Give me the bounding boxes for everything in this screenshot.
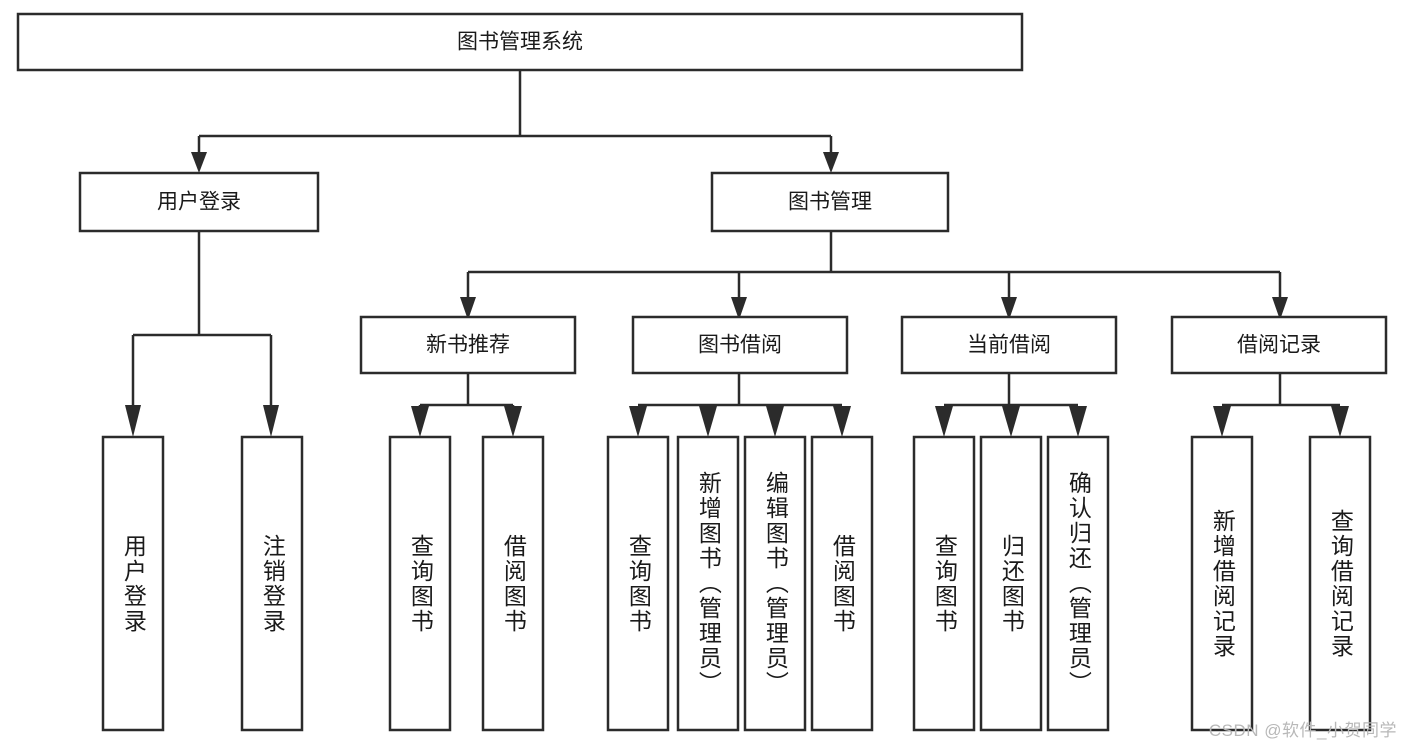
node-leaf-borrow-book-2-box[interactable] xyxy=(810,435,874,732)
node-book-manage-box[interactable] xyxy=(710,171,950,233)
node-leaf-user-login-box[interactable] xyxy=(101,435,165,732)
arrow-to-leaf-edit-book xyxy=(766,406,784,437)
arrow-to-leaf-query-book-2 xyxy=(629,406,647,437)
node-leaf-logout-box[interactable] xyxy=(240,435,304,732)
arrow-root-to-book-manage xyxy=(823,152,839,173)
arrow-to-leaf-confirm-return xyxy=(1069,406,1087,437)
node-borrow-record-box[interactable] xyxy=(1170,315,1388,375)
node-leaf-query-record-box[interactable] xyxy=(1308,435,1372,732)
arrow-to-new-book-rec xyxy=(460,297,476,320)
node-user-login-label: 用户登录 xyxy=(157,191,241,214)
node-leaf-add-book-box[interactable] xyxy=(676,435,740,732)
node-new-book-rec-label: 新书推荐 xyxy=(426,334,510,357)
node-leaf-return-book-box[interactable] xyxy=(979,435,1043,732)
arrow-to-leaf-query-book-3 xyxy=(935,406,953,437)
nodes-group xyxy=(16,12,1388,732)
arrow-to-leaf-query-record xyxy=(1331,406,1349,437)
node-current-borrow-label: 当前借阅 xyxy=(967,334,1051,357)
node-labels-group: 图书管理系统 用户登录 图书管理 新书推荐 图书借阅 当前借阅 借阅记录 xyxy=(157,31,1321,357)
node-book-borrow-box[interactable] xyxy=(631,315,849,375)
arrow-to-leaf-add-book xyxy=(699,406,717,437)
node-leaf-query-book-1-box[interactable] xyxy=(388,435,452,732)
arrow-to-leaf-borrow-book-2 xyxy=(833,406,851,437)
arrow-to-current-borrow xyxy=(1001,297,1017,320)
node-leaf-confirm-return-box[interactable] xyxy=(1046,435,1110,732)
node-borrow-record-label: 借阅记录 xyxy=(1237,334,1321,357)
node-new-book-rec-box[interactable] xyxy=(359,315,577,375)
node-current-borrow-box[interactable] xyxy=(900,315,1118,375)
node-root-label: 图书管理系统 xyxy=(457,31,583,54)
csdn-watermark: CSDN @软件_小贺同学 xyxy=(1208,721,1397,740)
node-user-login-box[interactable] xyxy=(78,171,320,233)
arrow-to-borrow-record xyxy=(1272,297,1288,320)
node-leaf-edit-book-box[interactable] xyxy=(743,435,807,732)
edges-group xyxy=(125,70,1349,437)
node-book-borrow-label: 图书借阅 xyxy=(698,334,782,357)
arrow-to-leaf-add-record xyxy=(1213,406,1231,437)
arrow-to-leaf-query-book-1 xyxy=(411,406,429,437)
node-leaf-borrow-book-1-box[interactable] xyxy=(481,435,545,732)
node-leaf-query-book-3-box[interactable] xyxy=(912,435,976,732)
arrow-to-leaf-user-login xyxy=(125,405,141,437)
node-root-box[interactable] xyxy=(16,12,1024,72)
arrow-to-leaf-return-book xyxy=(1002,406,1020,437)
node-book-manage-label: 图书管理 xyxy=(788,191,872,214)
node-leaf-add-record-box[interactable] xyxy=(1190,435,1254,732)
arrow-root-to-user-login xyxy=(191,152,207,173)
arrow-to-leaf-borrow-book-1 xyxy=(504,406,522,437)
arrow-to-leaf-logout xyxy=(263,405,279,437)
node-leaf-query-book-2-box[interactable] xyxy=(606,435,670,732)
arrow-to-book-borrow xyxy=(731,297,747,320)
